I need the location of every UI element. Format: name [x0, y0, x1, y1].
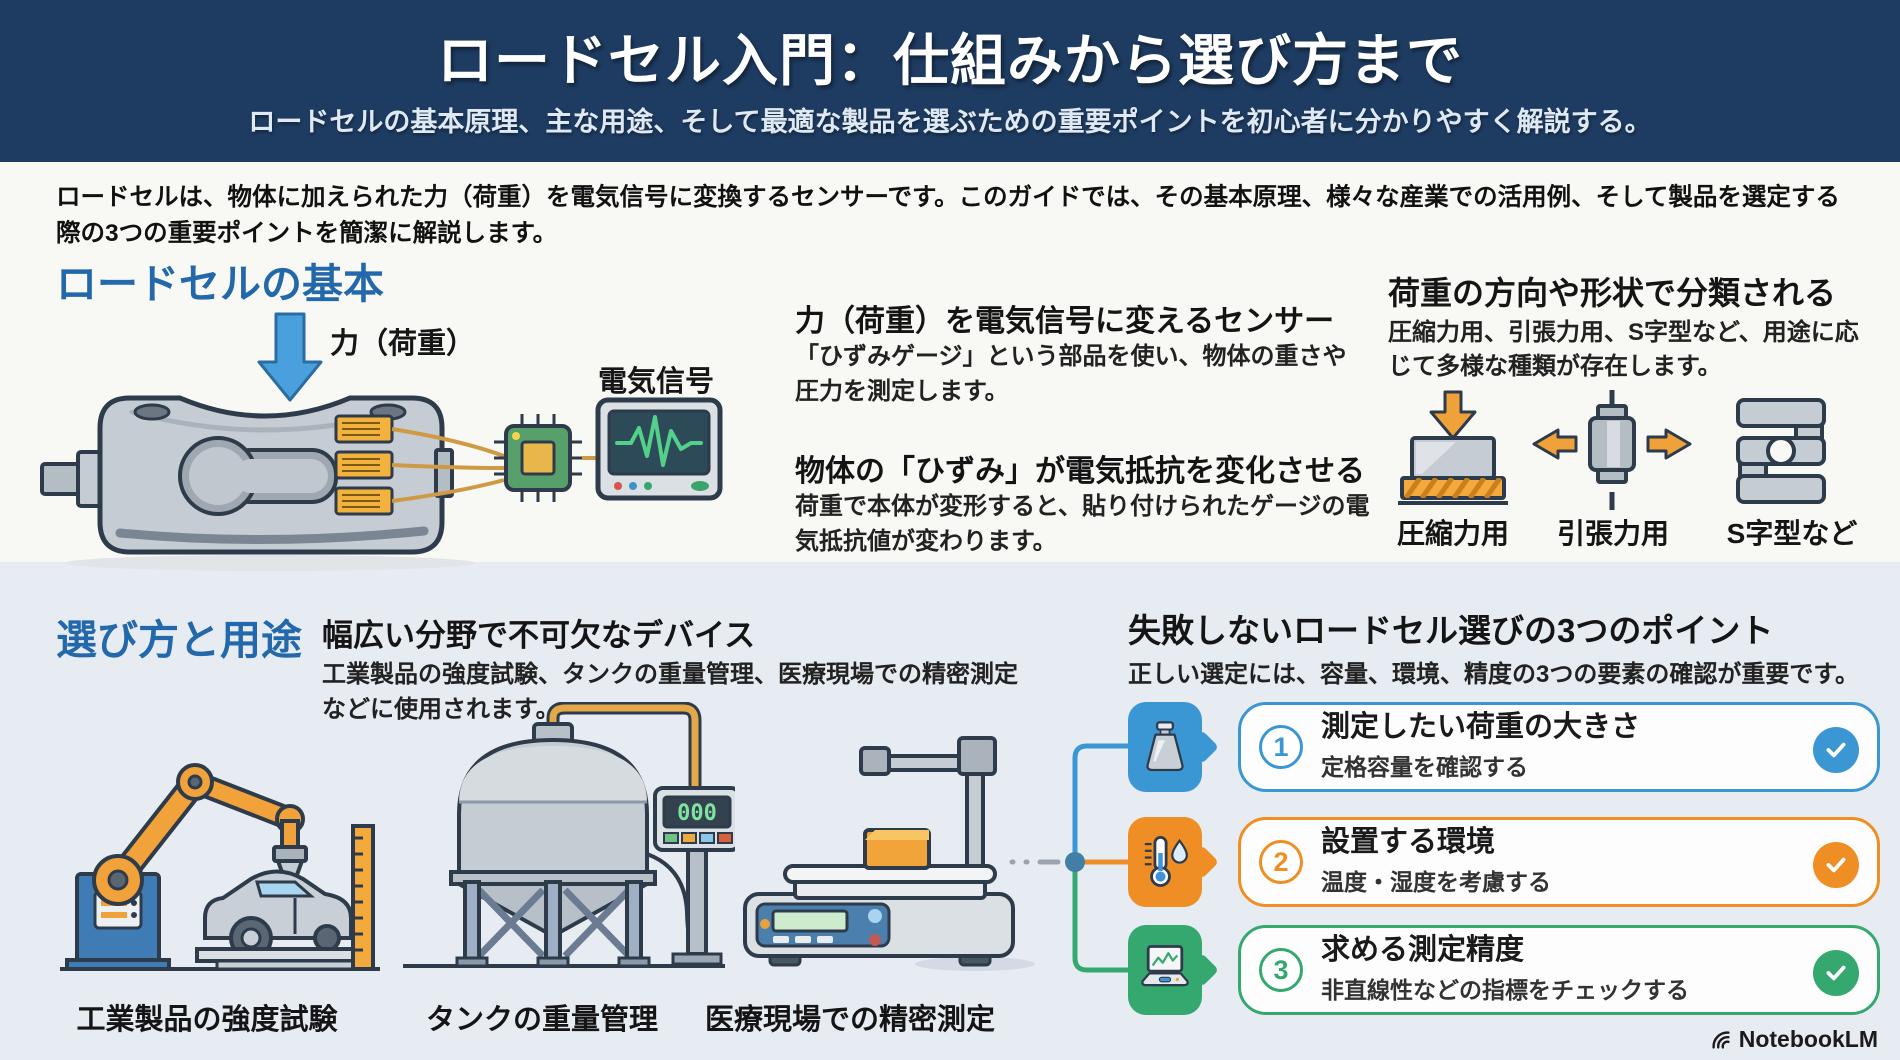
compression-type-icon	[1398, 390, 1508, 505]
basics-point-2-title: 物体の「ひずみ」が電気抵抗を変化させる	[795, 455, 1365, 488]
types-heading: 荷重の方向や形状で分類される	[1388, 275, 1837, 311]
wires	[391, 427, 505, 503]
signal-label: 電気信号	[598, 366, 715, 398]
check-icon	[1813, 727, 1859, 773]
amplifier-chip	[494, 414, 582, 502]
app-label-medical: 医療現場での精密測定	[704, 1004, 995, 1036]
point-number-badge: 3	[1259, 948, 1303, 992]
app-label-tank: タンクの重量管理	[425, 1004, 658, 1036]
selection-point-1-row: 1 測定したい荷重の大きさ 定格容量を確認する	[1128, 702, 1880, 792]
page-title: ロードセル入門：仕組みから選び方まで	[437, 29, 1463, 92]
check-icon	[1813, 950, 1859, 996]
selection-point-3-card: 3 求める測定精度 非直線性などの指標をチェックする	[1238, 925, 1880, 1015]
type-label-tension: 引張力用	[1556, 518, 1669, 549]
point-title: 測定したい荷重の大きさ	[1321, 711, 1641, 744]
selection-point-2-row: 2 設置する環境 温度・湿度を考慮する	[1128, 817, 1880, 907]
selection-point-3-row: 3 求める測定精度 非直線性などの指標をチェックする	[1128, 925, 1880, 1015]
notebooklm-icon	[1712, 1030, 1730, 1049]
basics-point-1-body: 「ひずみゲージ」という部品を使い、物体の重さや圧力を測定します。	[795, 343, 1347, 405]
point-body: 定格容量を確認する	[1321, 753, 1528, 780]
force-arrow-icon	[257, 312, 323, 402]
brand-mark: NotebookLM	[1709, 1026, 1878, 1053]
selection-subheading: 正しい選定には、容量、環境、精度の3つの要素の確認が重要です。	[1128, 661, 1859, 688]
basics-point-2-body: 荷重で本体が変形すると、貼り付けられたゲージの電気抵抗値が変わります。	[795, 493, 1370, 555]
brand-label: NotebookLM	[1738, 1026, 1878, 1052]
selection-point-2-card: 2 設置する環境 温度・湿度を考慮する	[1238, 817, 1880, 907]
point-title: 求める測定精度	[1321, 934, 1525, 967]
point-title: 設置する環境	[1321, 826, 1496, 859]
point-body: 温度・湿度を考慮する	[1321, 868, 1551, 895]
types-body: 圧縮力用、引張力用、S字型など、用途に応じて多様な種類が存在します。	[1388, 319, 1859, 381]
point-number-badge: 1	[1259, 725, 1303, 769]
applications-body: 工業製品の強度試験、タンクの重量管理、医療現場での精密測定などに使用されます。	[322, 661, 1018, 723]
type-label-compression: 圧縮力用	[1396, 518, 1509, 549]
tank-weighing-illustration: 000	[403, 702, 735, 968]
header-banner	[0, 0, 1900, 162]
thermometer-icon	[1144, 835, 1188, 887]
weight-icon	[1146, 721, 1184, 772]
page-subtitle: ロードセルの基本原理、主な用途、そして最適な製品を選ぶための重要ポイントを初心者…	[248, 107, 1652, 137]
selection-point-1-card: 1 測定したい荷重の大きさ 定格容量を確認する	[1238, 702, 1880, 792]
laptop-chart-icon	[1141, 945, 1189, 987]
strain-gauges	[334, 414, 394, 516]
point-number-badge: 2	[1259, 840, 1303, 884]
force-label: 力（荷重）	[330, 328, 476, 360]
basics-heading: ロードセルの基本	[56, 261, 384, 307]
basics-point-1-title: 力（荷重）を電気信号に変えるセンサー	[795, 305, 1335, 338]
applications-subheading: 幅広い分野で不可欠なデバイス	[322, 618, 756, 653]
tank-display-value: 000	[677, 801, 717, 826]
applications-heading: 選び方と用途	[56, 617, 302, 663]
signal-monitor	[595, 397, 723, 501]
tension-type-icon	[1532, 390, 1692, 510]
loadcell-diagram-illustration	[40, 312, 723, 571]
app-label-industrial: 工業製品の強度試験	[76, 1004, 338, 1036]
selection-heading: 失敗しないロードセル選びの3つのポイント	[1128, 612, 1774, 649]
s-type-icon	[1736, 398, 1826, 504]
type-label-s-type: S字型など	[1726, 518, 1858, 549]
selection-connector-lines	[1009, 743, 1132, 973]
precision-scale-illustration	[743, 736, 1035, 971]
point-body: 非直線性などの指標をチェックする	[1321, 976, 1689, 1003]
check-icon	[1813, 842, 1859, 888]
intro-paragraph: ロードセルは、物体に加えられた力（荷重）を電気信号に変換するセンサーです。このガ…	[56, 184, 1840, 247]
industrial-testing-illustration	[60, 763, 380, 971]
